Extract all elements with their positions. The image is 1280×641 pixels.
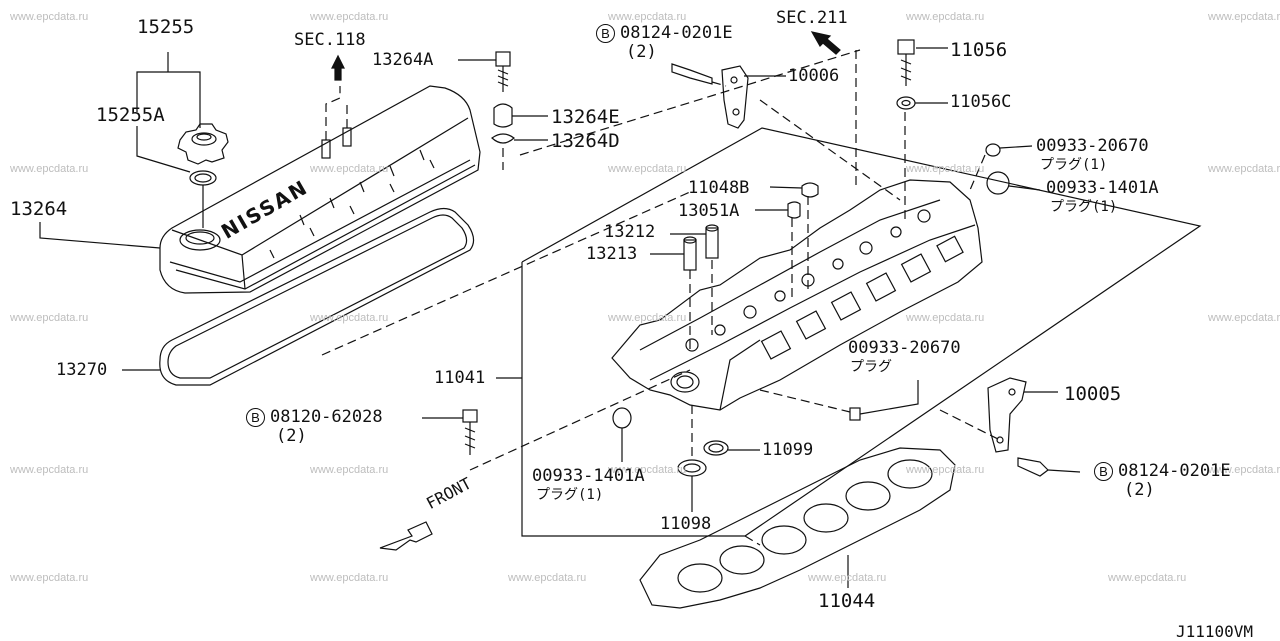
part-label-11044[interactable]: 11044	[818, 590, 876, 612]
bolt-qty-left: (2)	[276, 426, 307, 446]
part-label-13264d[interactable]: 13264D	[551, 130, 620, 152]
head-gasket	[639, 447, 956, 609]
bolt-number-left[interactable]: 08120-62028	[270, 407, 383, 427]
bolt-badge: B	[596, 24, 615, 43]
watermark: www.epcdata.ru	[10, 464, 89, 476]
part-label-10005[interactable]: 10005	[1064, 383, 1122, 405]
watermark: www.epcdata.ru	[310, 312, 389, 324]
watermark: www.epcdata.ru	[508, 572, 587, 584]
watermark: www.epcdata.ru	[10, 163, 89, 175]
cylinder-head	[611, 179, 983, 411]
part-label-13264[interactable]: 13264	[10, 198, 68, 220]
bolt-qty-right: (2)	[1124, 480, 1155, 500]
watermark: www.epcdata.ru	[608, 163, 687, 175]
part-label-13051a[interactable]: 13051A	[678, 201, 740, 221]
watermark: www.epcdata.ru	[1208, 464, 1280, 476]
watermark: www.epcdata.ru	[310, 163, 389, 175]
part-label-11056[interactable]: 11056	[950, 39, 1008, 61]
bolt-number-top[interactable]: 08124-0201E	[620, 23, 733, 43]
part-label-13213[interactable]: 13213	[586, 244, 638, 264]
plug-sub-top-1: プラグ(1)	[1040, 157, 1108, 173]
watermark: www.epcdata.ru	[906, 312, 985, 324]
watermark: www.epcdata.ru	[608, 11, 687, 23]
part-label-13270[interactable]: 13270	[56, 360, 108, 380]
section-ref-118[interactable]: SEC.118	[294, 30, 366, 50]
plug-sub-mid: プラグ	[850, 359, 892, 375]
valve-cover	[159, 85, 481, 294]
watermark: www.epcdata.ru	[906, 11, 985, 23]
part-label-11098[interactable]: 11098	[660, 514, 712, 534]
section-ref-211[interactable]: SEC.211	[776, 8, 848, 28]
part-label-00933-1401a-bot[interactable]: 00933-1401A	[532, 466, 645, 486]
plug-sub-top-2: プラグ(1)	[1050, 199, 1118, 215]
watermark: www.epcdata.ru	[608, 464, 687, 476]
oil-filler-cap	[177, 123, 229, 165]
part-label-10006[interactable]: 10006	[788, 66, 840, 86]
part-label-11041[interactable]: 11041	[434, 368, 486, 388]
watermark: www.epcdata.ru	[1208, 312, 1280, 324]
plug-sub-bot: プラグ(1)	[536, 487, 604, 503]
part-label-11056c[interactable]: 11056C	[950, 92, 1012, 112]
bolt-qty-top: (2)	[626, 42, 657, 62]
part-label-11099[interactable]: 11099	[762, 440, 814, 460]
part-label-11048b[interactable]: 11048B	[688, 178, 750, 198]
part-label-00933-20670-top[interactable]: 00933-20670	[1036, 136, 1149, 156]
bolt-number-right[interactable]: 08124-0201E	[1118, 461, 1231, 481]
part-label-13264a[interactable]: 13264A	[372, 50, 434, 70]
watermark: www.epcdata.ru	[906, 163, 985, 175]
part-label-15255[interactable]: 15255	[137, 16, 195, 38]
watermark: www.epcdata.ru	[10, 11, 89, 23]
part-label-13212[interactable]: 13212	[604, 222, 656, 242]
cover-bolt-stack	[491, 51, 515, 144]
watermark: www.epcdata.ru	[10, 312, 89, 324]
bolt-badge: B	[246, 408, 265, 427]
part-label-00933-20670-mid[interactable]: 00933-20670	[848, 338, 961, 358]
diagram-code: J11100VM	[1176, 622, 1254, 641]
watermark: www.epcdata.ru	[310, 572, 389, 584]
watermark: www.epcdata.ru	[1208, 163, 1280, 175]
part-label-15255a[interactable]: 15255A	[96, 104, 165, 126]
watermark: www.epcdata.ru	[310, 11, 389, 23]
part-label-13264e[interactable]: 13264E	[551, 106, 620, 128]
watermark: www.epcdata.ru	[608, 312, 687, 324]
watermark: www.epcdata.ru	[1208, 11, 1280, 23]
o-ring	[189, 170, 217, 186]
watermark: www.epcdata.ru	[310, 464, 389, 476]
part-label-00933-1401a-top[interactable]: 00933-1401A	[1046, 178, 1159, 198]
watermark: www.epcdata.ru	[906, 464, 985, 476]
watermark: www.epcdata.ru	[1108, 572, 1187, 584]
watermark: www.epcdata.ru	[10, 572, 89, 584]
bolt-badge: B	[1094, 462, 1113, 481]
watermark: www.epcdata.ru	[808, 572, 887, 584]
